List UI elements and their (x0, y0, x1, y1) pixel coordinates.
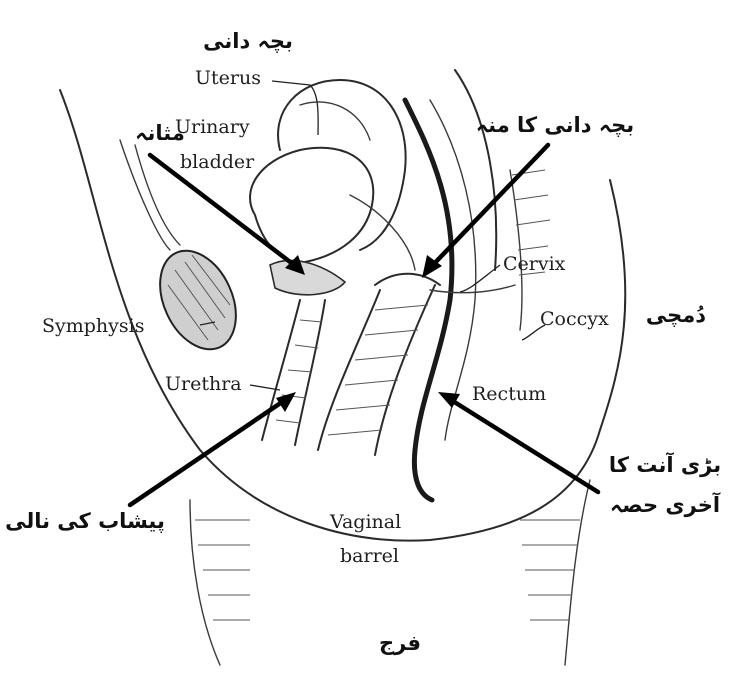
urdu-coccyx: دُمچی (646, 303, 706, 327)
label-cervix: Cervix (503, 253, 566, 275)
label-urethra: Urethra (165, 373, 242, 395)
urdu-urethra: پیشاب کی نالی (5, 509, 165, 533)
pointer-urethra (130, 392, 296, 505)
label-coccyx: Coccyx (540, 308, 609, 330)
urdu-bladder: مثانہ (135, 121, 185, 145)
urethra-tube (262, 300, 325, 445)
urdu-rectum-line2: آخری حصہ (610, 492, 721, 517)
pointer-rectum (438, 392, 598, 492)
urdu-uterus: بچہ دانی (203, 29, 293, 53)
label-bladder: bladder (180, 151, 255, 173)
label-uterus: Uterus (195, 67, 261, 89)
label-symphysis: Symphysis (42, 315, 144, 337)
bladder-shape (250, 148, 373, 295)
label-vaginal: Vaginal (329, 511, 401, 533)
label-urinary: Urinary (175, 116, 250, 138)
urdu-vulva: فرج (379, 631, 421, 656)
vagina-tube (318, 274, 440, 455)
uterus-shape (278, 80, 415, 270)
urdu-rectum-line1: بڑی آنت کا (609, 452, 721, 477)
label-barrel: barrel (340, 545, 399, 567)
label-rectum: Rectum (472, 383, 546, 405)
urdu-cervix: بچہ دانی کا منہ (476, 113, 634, 137)
